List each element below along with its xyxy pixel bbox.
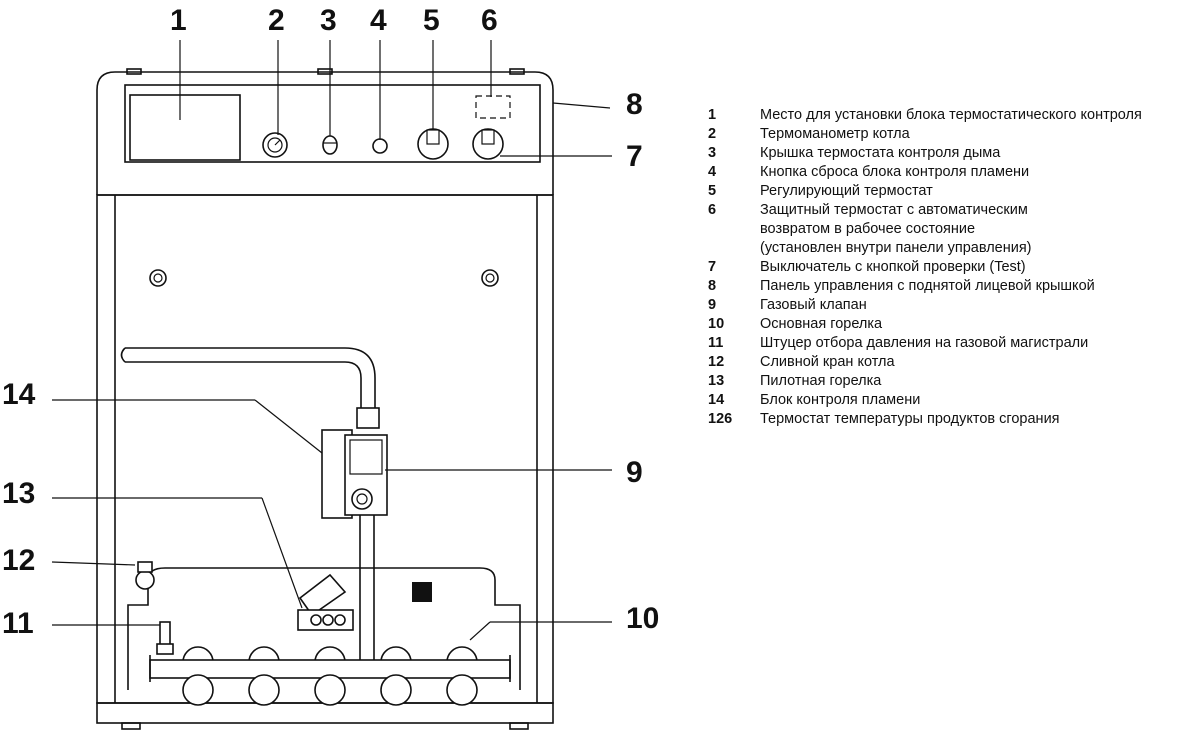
legend-number: 126	[708, 411, 733, 427]
legend-text: Кнопка сброса блока контроля пламени	[760, 164, 1030, 180]
legend-number: 1	[708, 107, 717, 123]
gas-valve	[344, 434, 388, 516]
callout-5: 5	[423, 4, 440, 37]
legend-text: Защитный термостат с автоматическим возв…	[760, 202, 1032, 256]
legend-item: 3 Крышка термостата контроля дыма	[708, 144, 1200, 163]
callout-8: 8	[626, 88, 643, 121]
legend-item: 7 Выключатель с кнопкой проверки (Test)	[708, 258, 1200, 277]
legend-number: 12	[708, 354, 725, 370]
reset-button	[372, 138, 388, 154]
callout-7: 7	[626, 140, 643, 173]
legend-number: 6	[708, 202, 717, 218]
legend-number: 13	[708, 373, 725, 389]
legend-item: 4 Кнопка сброса блока контроля пламени	[708, 163, 1200, 182]
screws	[149, 269, 499, 287]
legend-item: 14 Блок контроля пламени	[708, 391, 1200, 410]
legend-text: Регулирующий термостат	[760, 183, 933, 199]
legend-item: 6 Защитный термостат с автоматическим воз…	[708, 201, 1200, 258]
drain-tap	[135, 561, 155, 590]
smoke-thermostat-cap	[322, 135, 338, 155]
legend-text: Блок контроля пламени	[760, 392, 921, 408]
callout-10: 10	[626, 602, 659, 635]
callout-4: 4	[370, 4, 387, 37]
inspection-window	[412, 582, 432, 602]
legend-item: 12 Сливной кран котла	[708, 353, 1200, 372]
legend-number: 8	[708, 278, 717, 294]
legend-number: 7	[708, 259, 717, 275]
legend-item: 10 Основная горелка	[708, 315, 1200, 334]
callout-12: 12	[2, 544, 35, 577]
gas-pipe	[120, 347, 380, 660]
legend-item: 13 Пилотная горелка	[708, 372, 1200, 391]
legend-text: Термостат температуры продуктов сгорания	[760, 411, 1060, 427]
legend-text: Крышка термостата контроля дыма	[760, 145, 1001, 161]
legend-item: 1 Место для установки блока термостатичес…	[708, 106, 1200, 125]
legend-text: Газовый клапан	[760, 297, 867, 313]
legend-number: 14	[708, 392, 725, 408]
legend-number: 4	[708, 164, 717, 180]
callout-9: 9	[626, 456, 643, 489]
legend-text: Штуцер отбора давления на газовой магист…	[760, 335, 1089, 351]
legend-item: 2 Термоманометр котла	[708, 125, 1200, 144]
legend-number: 3	[708, 145, 717, 161]
leader-lines	[51, 40, 612, 641]
legend-item: 126 Термостат температуры продуктов сгора…	[708, 410, 1200, 429]
callout-3: 3	[320, 4, 337, 37]
legend-text: Пилотная горелка	[760, 373, 882, 389]
main-burner	[149, 646, 511, 706]
legend-number: 9	[708, 297, 717, 313]
boiler-diagram: 1 2 3 4 5 6 8 7 14 9 13 12 10 11	[2, 4, 659, 730]
callout-6: 6	[481, 4, 498, 37]
legend-text: Панель управления с поднятой лицевой кры…	[760, 278, 1095, 294]
safety-thermostat-location	[475, 95, 511, 119]
callout-2: 2	[268, 4, 285, 37]
legend: 1 Место для установки блока термостатичес…	[708, 106, 1200, 429]
callout-1: 1	[170, 4, 187, 37]
callout-11: 11	[2, 607, 34, 640]
legend-text: Термоманометр котла	[760, 126, 910, 142]
legend-item: 8 Панель управления с поднятой лицевой кр…	[708, 277, 1200, 296]
callout-13: 13	[2, 477, 35, 510]
legend-text: Сливной кран котла	[760, 354, 895, 370]
legend-item: 11 Штуцер отбора давления на газовой маги…	[708, 334, 1200, 353]
legend-text: Место для установки блока термостатическ…	[760, 107, 1142, 123]
legend-number: 2	[708, 126, 717, 142]
legend-text: Основная горелка	[760, 316, 883, 332]
pressure-nipple	[156, 621, 174, 655]
legend-item: 5 Регулирующий термостат	[708, 182, 1200, 201]
legend-text: Выключатель с кнопкой проверки (Test)	[760, 259, 1026, 275]
callout-14: 14	[2, 378, 36, 411]
legend-number: 10	[708, 316, 725, 332]
legend-number: 5	[708, 183, 717, 199]
legend-item: 9 Газовый клапан	[708, 296, 1200, 315]
pilot-burner	[297, 573, 354, 631]
control-panel	[124, 84, 541, 163]
thermostatic-block-slot	[129, 94, 241, 161]
legend-number: 11	[708, 335, 724, 351]
